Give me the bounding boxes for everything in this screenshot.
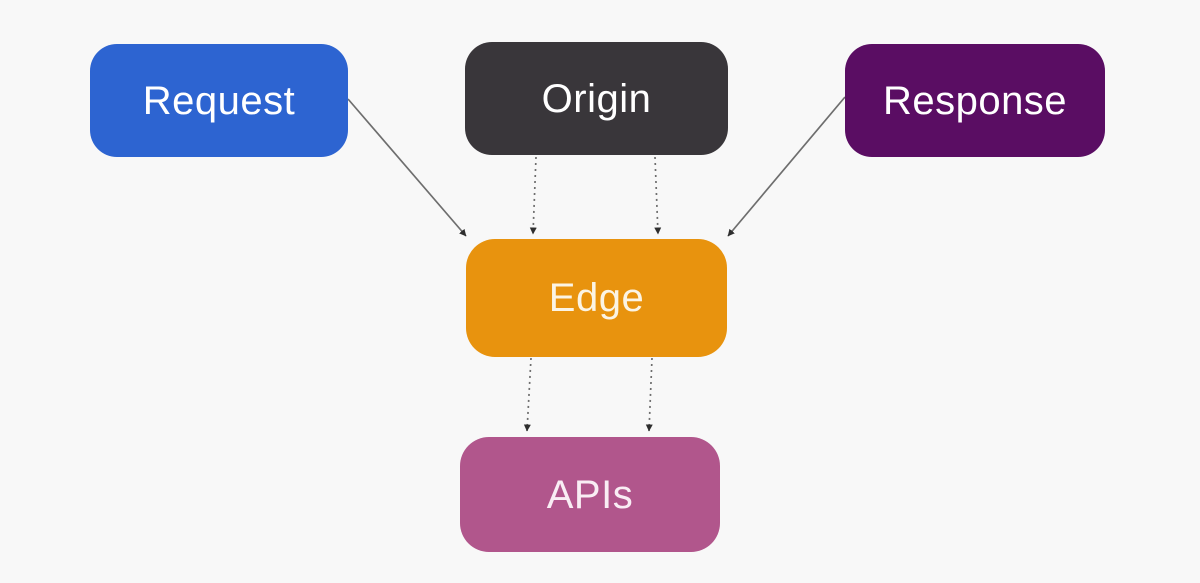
- connector-response-to-edge: [727, 96, 846, 237]
- node-origin: Origin: [465, 42, 728, 155]
- node-request: Request: [90, 44, 348, 157]
- node-response-label: Response: [882, 78, 1068, 123]
- connector-edge-to-apis-right: [645, 357, 653, 432]
- node-edge: Edge: [466, 239, 727, 357]
- connector-edge-to-apis-left: [523, 357, 532, 432]
- node-request-label: Request: [142, 78, 296, 123]
- node-response: Response: [845, 44, 1105, 157]
- connector-origin-to-edge-right: [654, 156, 662, 235]
- node-origin-label: Origin: [541, 76, 652, 121]
- node-edge-label: Edge: [548, 276, 645, 320]
- node-apis-label: APIs: [546, 472, 634, 517]
- node-apis: APIs: [460, 437, 720, 552]
- connector-request-to-edge: [347, 98, 467, 237]
- connector-origin-to-edge-left: [529, 156, 537, 235]
